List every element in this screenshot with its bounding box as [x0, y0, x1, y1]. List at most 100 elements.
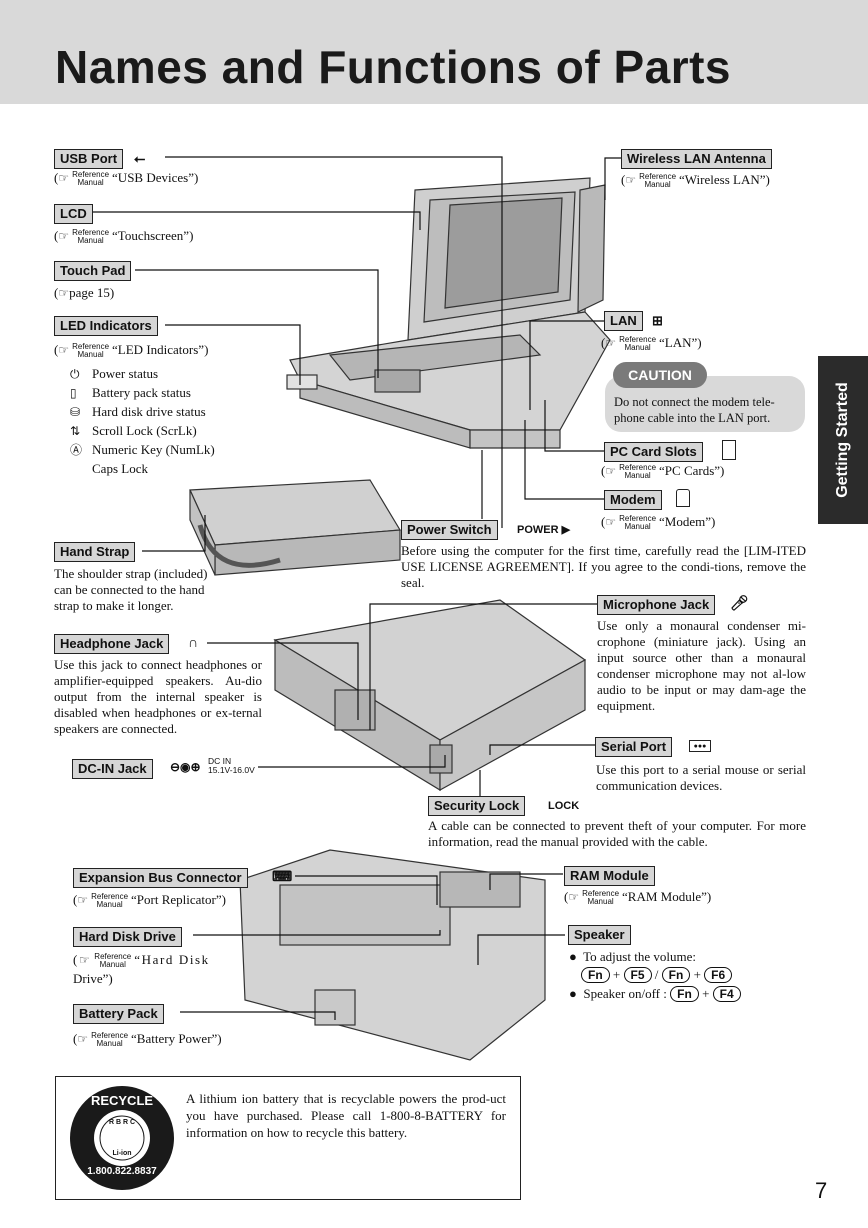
f5-key: F5 — [623, 967, 652, 983]
led-item: Caps Lock — [92, 461, 148, 476]
power-mark: POWER ▶ — [517, 524, 571, 536]
security-text: A cable can be connected to prevent thef… — [428, 818, 806, 849]
hand-pointer-icon: ☞ — [58, 171, 70, 185]
headphone-label: Headphone Jack — [54, 634, 170, 654]
hand-pointer-icon: ☞ — [605, 515, 617, 529]
logo-rbrc-text: R B R C — [108, 1119, 136, 1126]
hand-pointer-icon: ☞ — [605, 336, 617, 350]
microphone-icon: 🎤︎ — [730, 595, 750, 612]
speaker-adjust: ● To adjust the volume: — [569, 949, 696, 964]
logo-phone-text: 1.800.822.8837 — [87, 1166, 157, 1177]
hdd-status-icon: ⛁ — [70, 405, 81, 419]
caution-text: Do not connect the modem tele-phone cabl… — [614, 395, 775, 425]
pc-card-label: PC Card Slots — [604, 442, 703, 462]
power-switch-label: Power Switch — [401, 520, 498, 540]
modem-label: Modem — [604, 490, 662, 510]
modem-icon — [676, 489, 690, 507]
laptop-closed-side-illustration — [273, 599, 587, 792]
recycle-text: A lithium ion battery that is recyclable… — [186, 1091, 506, 1140]
port-replicator-icon: ⌨ — [272, 868, 293, 884]
caution-title: CAUTION — [613, 362, 707, 388]
led-indicators-label: LED Indicators — [54, 316, 158, 336]
scroll-lock-icon: ⇅ — [70, 424, 81, 438]
hand-pointer-icon: ☞ — [58, 343, 70, 357]
hand-pointer-icon: ☞ — [77, 893, 89, 907]
microphone-label: Microphone Jack — [597, 595, 716, 615]
hand-pointer-icon: ☞ — [77, 1032, 89, 1046]
usb-icon: ⭠ — [134, 150, 146, 166]
dc-polarity-icon: ⊖◉⊕ — [170, 760, 201, 774]
hand-pointer-icon: ☞ — [568, 890, 580, 904]
page-title: Names and Functions of Parts — [55, 41, 732, 93]
leader-lines — [90, 156, 625, 1020]
serial-text: Use this port to a serial mouse or seria… — [596, 762, 806, 793]
laptop-closed-strap-illustration — [189, 479, 402, 576]
fn-key: Fn — [670, 986, 699, 1002]
speaker-label: Speaker — [568, 925, 631, 945]
fn-key: Fn — [661, 967, 691, 983]
ram-module-label: RAM Module — [564, 866, 655, 886]
hand-pointer-icon: ☞ — [58, 286, 70, 300]
lock-mark: LOCK — [548, 800, 580, 812]
side-tab: Getting Started — [818, 356, 868, 524]
page-number: 7 — [815, 1178, 828, 1203]
f6-key: F6 — [704, 967, 733, 983]
hand-pointer-icon: ☞ — [605, 464, 617, 478]
logo-liion-text: Li-ion — [112, 1150, 132, 1157]
serial-port-label: Serial Port — [595, 737, 673, 757]
hand-strap-text: The shoulder strap (included) can be con… — [54, 566, 208, 613]
battery-status-icon: ▯ — [70, 386, 77, 400]
led-item: ⏻Power status — [70, 364, 215, 383]
lcd-label: LCD — [54, 204, 93, 224]
expansion-bus-label: Expansion Bus Connector — [73, 868, 248, 888]
hand-pointer-icon: ☞ — [625, 173, 637, 187]
security-lock-label: Security Lock — [428, 796, 526, 816]
laptop-open-illustration — [286, 177, 611, 449]
hdd-ref-line2: Drive”) — [73, 971, 113, 986]
touch-pad-label: Touch Pad — [54, 261, 132, 281]
battery-pack-label: Battery Pack — [73, 1004, 164, 1024]
page-header — [0, 0, 868, 104]
rbrc-recycle-logo — [70, 1086, 174, 1190]
led-item: ▯Battery pack status — [70, 383, 215, 402]
usb-port-label: USB Port — [54, 149, 124, 169]
touch-pad-ref: (☞page 15) — [54, 285, 115, 300]
hand-strap-label: Hand Strap — [54, 542, 136, 562]
logo-recycle-text: RECYCLE — [90, 1093, 154, 1108]
volume-keys: Fn + F5 / Fn + F6 — [581, 966, 733, 984]
fn-key: Fn — [581, 967, 610, 983]
dc-in-label: DC-IN Jack — [72, 759, 153, 779]
hand-pointer-icon: ☞ — [58, 229, 70, 243]
hand-pointer-icon: ☞ — [78, 953, 92, 967]
power-switch-text: Before using the computer for the first … — [401, 543, 806, 590]
headphone-text: Use this jack to connect headphones or a… — [54, 657, 262, 736]
speaker-onoff: ● Speaker on/off : Fn + F4 — [569, 985, 741, 1003]
power-status-icon: ⏻ — [70, 367, 80, 381]
led-item: ⇅Scroll Lock (ScrLk) — [70, 421, 215, 440]
lan-icon: ⊞ — [652, 313, 663, 328]
num-lock-icon: Ⓐ — [70, 443, 83, 457]
